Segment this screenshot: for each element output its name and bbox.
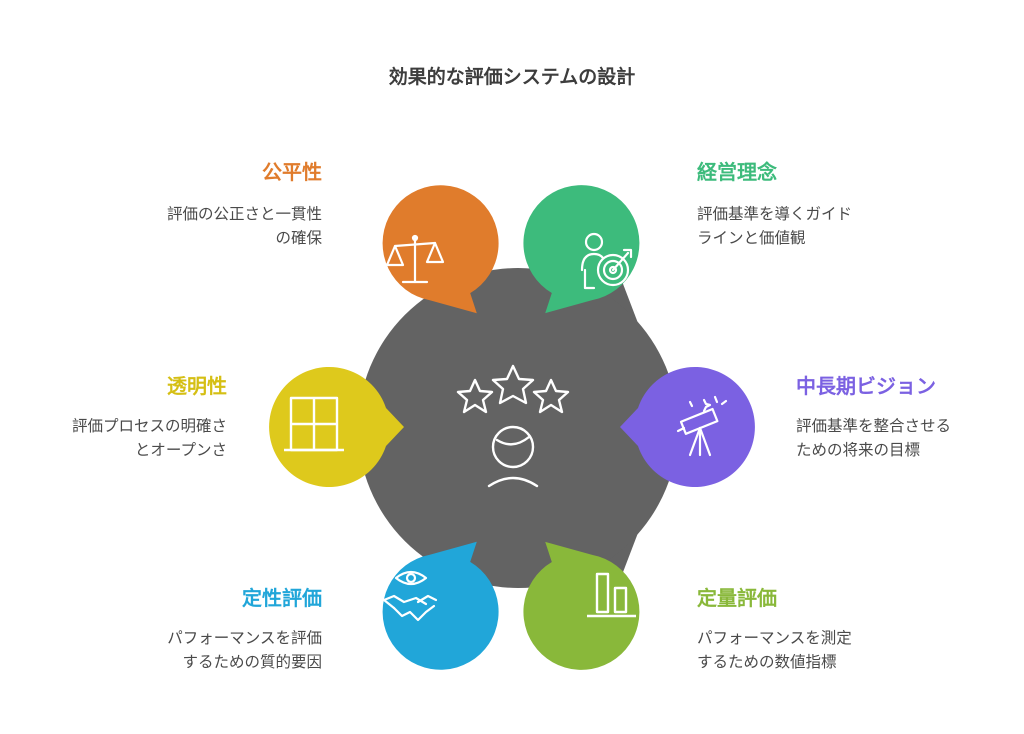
- diagram-title: 効果的な評価システムの設計: [388, 66, 636, 88]
- transparency-desc: 評価プロセスの明確さ とオープンさ: [72, 414, 227, 462]
- bar-chart-icon: [587, 572, 636, 618]
- transparency-label: 透明性: [167, 374, 227, 398]
- quantitative-drop: [523, 541, 640, 670]
- scales-icon: [385, 234, 445, 284]
- node-philosophy: [523, 185, 640, 314]
- stars-and-person-icon: [456, 364, 570, 488]
- handshake-eye-icon: [382, 570, 438, 622]
- node-transparency: [269, 367, 404, 487]
- qualitative-desc: パフォーマンスを評価 するための質的要因: [167, 626, 322, 674]
- vision-desc: 評価基準を整合させる ための将来の目標: [796, 414, 951, 462]
- node-fairness: [382, 185, 499, 314]
- vision-drop: [620, 367, 755, 487]
- quantitative-desc: パフォーマンスを測定 するための数値指標: [697, 626, 852, 674]
- philosophy-desc: 評価基準を導くガイド ラインと価値観: [697, 202, 852, 250]
- fairness-label: 公平性: [262, 160, 322, 184]
- window-icon: [284, 396, 344, 452]
- node-quantitative: [523, 541, 640, 670]
- person-target-icon: [580, 232, 633, 290]
- fairness-desc-line-2: の確保: [275, 229, 322, 247]
- telescope-icon: [676, 395, 728, 457]
- transparency-desc-line-2: とオープンさ: [134, 441, 227, 459]
- philosophy-label: 経営理念: [697, 160, 777, 184]
- philosophy-drop: [523, 185, 640, 314]
- quantitative-desc-line-1: パフォーマンスを測定: [697, 629, 852, 647]
- qualitative-desc-line-2: するための質的要因: [182, 653, 322, 671]
- qualitative-label: 定性評価: [242, 586, 322, 610]
- fairness-desc: 評価の公正さと一貫性 の確保: [167, 202, 322, 250]
- philosophy-desc-line-2: ラインと価値観: [697, 229, 806, 247]
- vision-desc-line-2: ための将来の目標: [796, 441, 921, 459]
- node-qualitative: [382, 541, 499, 670]
- node-vision: [620, 367, 755, 487]
- qualitative-desc-line-1: パフォーマンスを評価: [167, 629, 322, 647]
- philosophy-desc-line-1: 評価基準を導くガイド: [697, 205, 853, 223]
- fairness-desc-line-1: 評価の公正さと一貫性: [166, 205, 322, 223]
- transparency-desc-line-1: 評価プロセスの明確さ: [71, 417, 227, 435]
- quantitative-desc-line-2: するための数値指標: [697, 653, 837, 671]
- vision-label: 中長期ビジョン: [796, 374, 936, 398]
- quantitative-label: 定量評価: [697, 586, 777, 610]
- vision-desc-line-1: 評価基準を整合させる: [796, 417, 952, 435]
